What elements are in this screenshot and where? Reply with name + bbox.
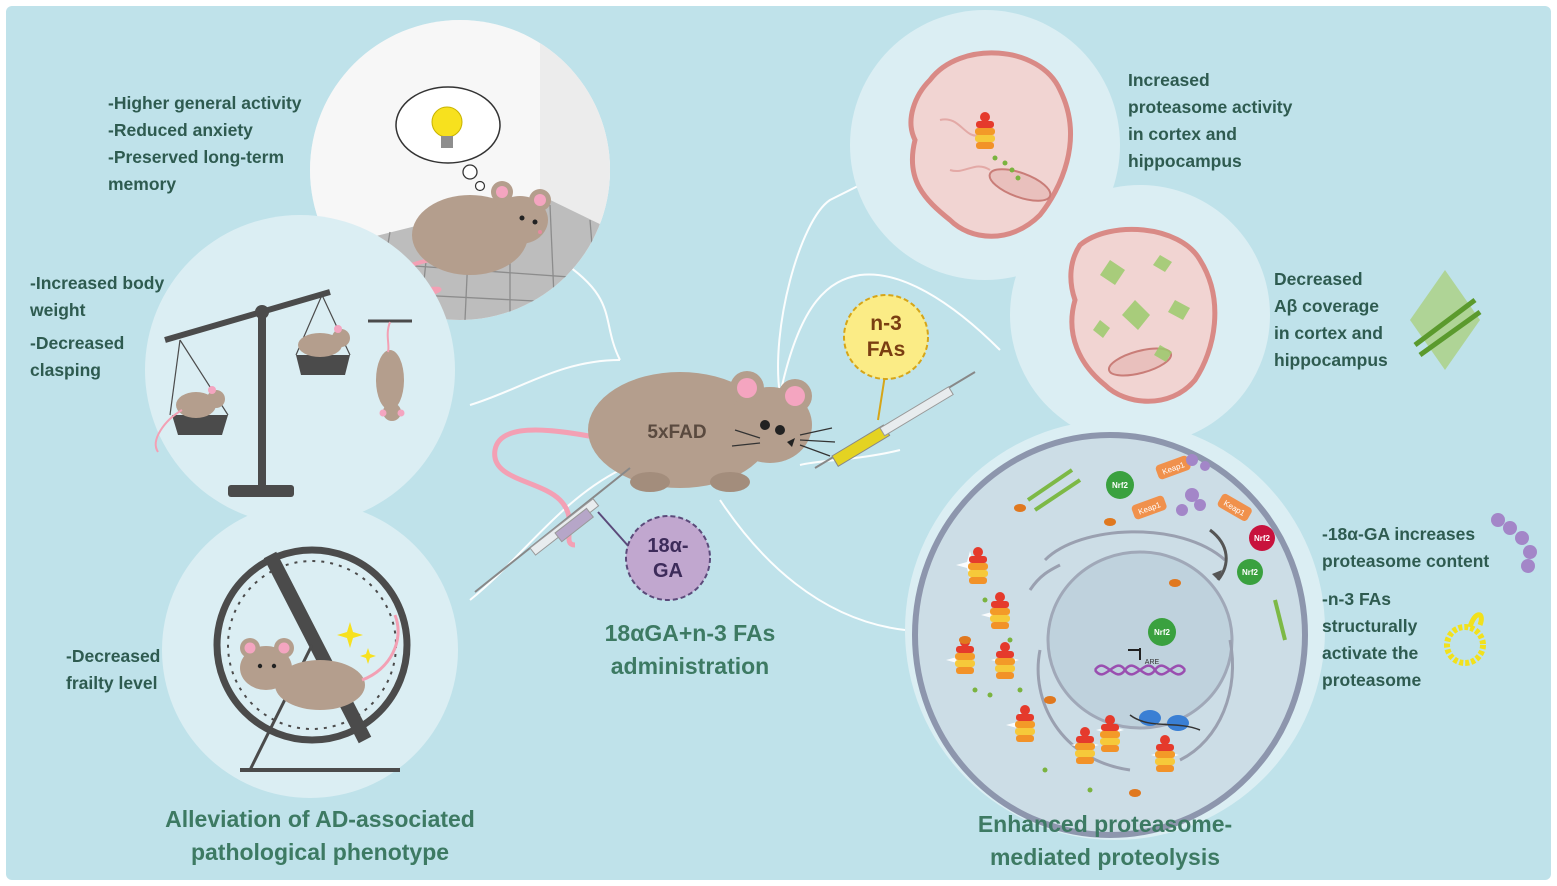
administration-line-2: administration [610,653,770,679]
sparkle-icon [337,622,376,664]
abeta-line-4: hippocampus [1274,350,1388,370]
brain-proteasome-circle [850,10,1120,280]
fa-effect-line-1: -n-3 FAs [1322,589,1392,609]
behavior-line-1: -Higher general activity [108,93,302,113]
right-title-line-1: Enhanced proteasome- [977,811,1233,837]
lightbulb-icon [431,106,463,148]
n3-badge-line-2: FAs [867,338,906,361]
abeta-line-2: Aβ coverage [1274,296,1380,316]
abeta-effects: Decreased Aβ coverage in cortex and hipp… [1274,266,1388,374]
ga-effect-line-1: -18α-GA increases [1322,524,1476,544]
behavior-line-3: -Preserved long-term [108,147,285,167]
ga-effect-line-2: proteasome content [1322,551,1490,571]
proteasome-content-icon [1491,513,1537,573]
fa-effect: -n-3 FAs structurally activate the prote… [1322,586,1421,694]
weight-line-3: -Decreased [30,333,125,353]
syringe-bottom [474,467,631,593]
mouse-label: 5xFAD [647,422,706,443]
amyloid-plaques [1093,255,1190,362]
nrf2-marker-3 [1237,559,1263,585]
proteasome-activity-effects: Increased proteasome activity in cortex … [1128,67,1292,175]
frailty-line-1: -Decreased [66,646,161,666]
amyloid-fibril-icon [1410,270,1482,370]
nrf2-label-1: Nrf2 [1112,481,1129,490]
fa-effect-line-2: structurally [1322,616,1418,636]
left-title: Alleviation of AD-associated pathologica… [140,803,500,869]
nrf2-label-4: Nrf2 [1154,628,1171,637]
mouse-small [176,325,405,421]
proteasome-activity-line-4: hippocampus [1128,151,1242,171]
fa-effect-line-4: proteasome [1322,670,1422,690]
keap1-marker-2 [1131,495,1167,520]
central-mouse [492,371,836,548]
frailty-effects: -Decreased frailty level [66,643,160,697]
administration-label: 18αGA+n-3 FAs administration [585,617,795,683]
proteasome-ring-icon [1444,612,1486,666]
weight-line-1: -Increased body [30,273,165,293]
cell-nucleus [1046,550,1234,730]
behavior-line-2: -Reduced anxiety [108,120,253,140]
right-title-line-2: mediated proteolysis [989,844,1221,870]
balance-scale-icon [164,289,412,497]
abeta-line-1: Decreased [1274,269,1363,289]
fibrils [1026,468,1287,641]
cell-circle [905,420,1325,840]
purple-proteins [1176,454,1210,516]
proteasome-activity-line-3: in cortex and [1128,124,1237,144]
brain-abeta-circle [1010,185,1270,445]
weight-effects: -Increased body weight -Decreased claspi… [30,270,164,384]
mouse-wheel [240,614,400,710]
ga-badge-line-2: GA [653,560,683,582]
nrf2-label-3: Nrf2 [1242,568,1259,577]
dna-icon [1093,664,1187,676]
behavior-effects: -Higher general activity -Reduced anxiet… [108,90,302,198]
proteasome-activity-line-1: Increased [1128,70,1210,90]
abeta-line-3: in cortex and [1274,323,1383,343]
ga-effect: -18α-GA increases proteasome content [1322,521,1489,575]
behavior-line-4: memory [108,174,177,194]
keap1-marker-3 [1217,493,1252,521]
left-title-line-2: pathological phenotype [190,839,450,865]
nrf2-marker-4 [1148,618,1176,646]
weight-line-4: clasping [30,360,101,380]
right-title: Enhanced proteasome- mediated proteolysi… [955,808,1255,874]
ga-badge-line-1: 18α- [647,535,688,557]
weight-circle [145,215,455,525]
proteasome-activity-line-2: proteasome activity [1128,97,1293,117]
frailty-circle [162,502,458,798]
mitochondria [959,504,1181,797]
left-title-line-1: Alleviation of AD-associated [165,806,475,832]
n3-badge-line-1: n-3 [870,312,902,335]
nrf2-label-2: Nrf2 [1254,534,1271,543]
syringe-top [814,371,976,469]
keap1-marker-1 [1155,455,1191,480]
n3-fas-badge [843,294,929,421]
nrf2-marker-1 [1106,471,1134,499]
weight-line-2: weight [30,300,86,320]
ga-badge [597,511,711,601]
fa-effect-line-3: activate the [1322,643,1419,663]
nrf2-marker-2 [1249,525,1275,551]
administration-line-1: 18αGA+n-3 FAs [604,620,776,646]
frailty-line-2: frailty level [66,673,158,693]
are-label: ARE [1145,659,1160,666]
mouse-behavior [381,181,551,302]
